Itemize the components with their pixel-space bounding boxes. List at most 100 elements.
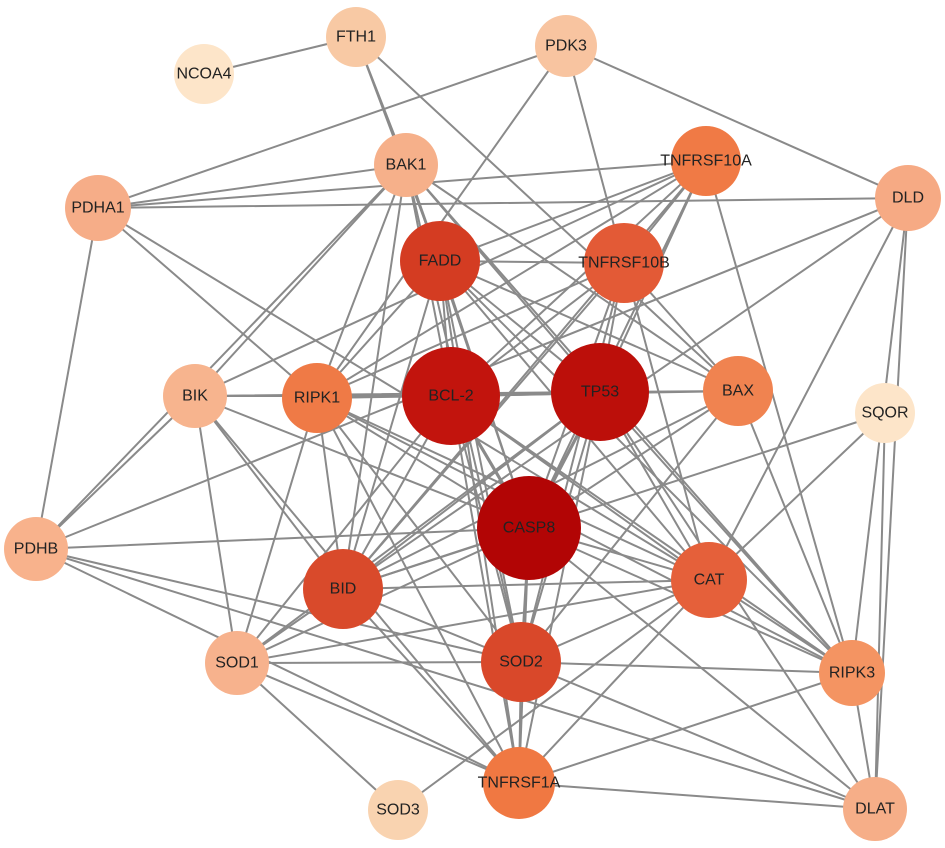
edge-ripk1-ripk3 — [316, 397, 853, 674]
node-circle-tnfrsf10a — [671, 126, 741, 196]
edge-tp53-tnfrsf1a — [518, 391, 601, 784]
edge-dld-dlat — [874, 197, 909, 810]
node-circle-sqor — [855, 383, 915, 443]
edge-tnfrsf10a-ripk3 — [705, 160, 853, 674]
node-tnfrsf1a: TNFRSF1A — [478, 747, 561, 819]
node-tnfrsf10b: TNFRSF10B — [578, 223, 670, 303]
edge-pdhb-bik — [35, 395, 196, 550]
edge-casp8-sod1 — [236, 527, 530, 664]
node-circle-sod1 — [205, 631, 269, 695]
node-label-ncoa4: NCOA4 — [176, 66, 231, 83]
edge-tnfrsf10a-bcl-2 — [450, 160, 707, 397]
edge-tnfrsf10b-cat — [623, 262, 710, 581]
node-circle-ripk1 — [282, 363, 352, 433]
node-sqor: SQOR — [855, 383, 915, 443]
node-cat: CAT — [671, 542, 747, 618]
node-circle-tp53 — [551, 343, 649, 441]
node-circle-sod2 — [481, 622, 561, 702]
edge-cat-sod3 — [397, 579, 710, 811]
edge-pdha1-dld — [97, 197, 909, 209]
node-bak1: BAK1 — [374, 133, 438, 197]
node-circle-ncoa4 — [174, 44, 234, 104]
edge-bik-sod1 — [194, 395, 238, 664]
node-label-tp53: TP53 — [581, 384, 619, 401]
node-label-pdhb: PDHB — [14, 541, 58, 558]
node-fadd: FADD — [400, 221, 480, 301]
edge-tp53-ripk3 — [599, 391, 853, 674]
edge-bak1-bik — [194, 164, 407, 397]
edge-cat-tnfrsf1a — [518, 579, 710, 784]
node-ripk3: RIPK3 — [819, 640, 885, 706]
edge-tp53-sod1 — [236, 391, 601, 664]
edge-sqor-cat — [708, 412, 886, 581]
node-label-pdha1: PDHA1 — [71, 200, 124, 217]
edge-tnfrsf10a-ripk1 — [316, 160, 707, 399]
node-label-sqor: SQOR — [861, 405, 908, 422]
node-circle-bid — [303, 549, 383, 629]
edge-bcl-2-sod1 — [236, 395, 452, 664]
node-pdk3: PDK3 — [535, 15, 597, 77]
node-bid: BID — [303, 549, 383, 629]
edge-pdhb-dlat — [35, 548, 876, 810]
node-label-fth1: FTH1 — [336, 29, 376, 46]
edge-bik-casp8 — [194, 395, 530, 529]
node-label-bcl-2: BCL-2 — [428, 388, 473, 405]
node-label-dlat: DLAT — [855, 801, 895, 818]
node-circle-tnfrsf1a — [483, 747, 555, 819]
node-ncoa4: NCOA4 — [174, 44, 234, 104]
edge-bax-ripk3 — [737, 390, 853, 674]
node-circle-bax — [703, 356, 773, 426]
edge-casp8-pdhb — [35, 527, 530, 550]
node-label-tnfrsf10a: TNFRSF10A — [660, 153, 752, 170]
node-circle-sod3 — [368, 780, 428, 840]
node-circle-pdhb — [4, 517, 68, 581]
edge-ripk1-tnfrsf1a — [316, 397, 520, 784]
node-circle-pdk3 — [535, 15, 597, 77]
node-label-ripk3: RIPK3 — [829, 665, 875, 682]
node-circle-tnfrsf10b — [584, 223, 664, 303]
node-label-bak1: BAK1 — [386, 157, 427, 174]
edge-tnfrsf10b-sod2 — [520, 262, 625, 663]
node-bax: BAX — [703, 356, 773, 426]
edge-sod2-dlat — [520, 661, 876, 810]
edge-fadd-bax — [439, 260, 739, 392]
node-label-bik: BIK — [182, 388, 208, 405]
node-sod1: SOD1 — [205, 631, 269, 695]
node-circle-bik — [163, 364, 227, 428]
node-dlat: DLAT — [843, 777, 907, 841]
edge-sod1-tnfrsf1a — [236, 662, 520, 784]
edge-pdha1-bak1 — [97, 164, 407, 209]
edge-bid-cat — [342, 579, 710, 590]
edge-pdha1-pdhb — [35, 207, 99, 550]
edge-sod2-ripk3 — [520, 661, 853, 674]
node-label-sod1: SOD1 — [215, 655, 259, 672]
node-label-tnfrsf10b: TNFRSF10B — [578, 255, 670, 272]
edge-cat-sod1 — [236, 579, 710, 664]
node-label-ripk1: RIPK1 — [294, 390, 340, 407]
node-circle-cat — [671, 542, 747, 618]
edge-tnfrsf10a-casp8 — [528, 160, 707, 529]
node-pdhb: PDHB — [4, 517, 68, 581]
edge-tnfrsf1a-ripk3 — [518, 672, 853, 784]
node-circle-dlat — [843, 777, 907, 841]
node-tp53: TP53 — [551, 343, 649, 441]
node-label-pdk3: PDK3 — [545, 38, 587, 55]
node-label-dld: DLD — [892, 190, 924, 207]
edge-bak1-bax — [405, 164, 739, 392]
node-circle-bak1 — [374, 133, 438, 197]
edge-pdhb-tnfrsf1a — [35, 548, 520, 784]
node-ripk1: RIPK1 — [282, 363, 352, 433]
edge-pdk3-pdha1 — [97, 45, 567, 209]
node-label-bax: BAX — [722, 383, 754, 400]
node-circle-ripk3 — [819, 640, 885, 706]
node-label-casp8: CASP8 — [503, 520, 556, 537]
edge-tnfrsf1a-dlat — [518, 782, 876, 810]
node-circle-dld — [875, 165, 941, 231]
edge-pdhb-bak1 — [35, 164, 407, 550]
node-circle-pdha1 — [65, 175, 131, 241]
edge-bik-bid — [194, 395, 344, 590]
edge-pdha1-ripk1 — [97, 207, 318, 399]
node-dld: DLD — [875, 165, 941, 231]
